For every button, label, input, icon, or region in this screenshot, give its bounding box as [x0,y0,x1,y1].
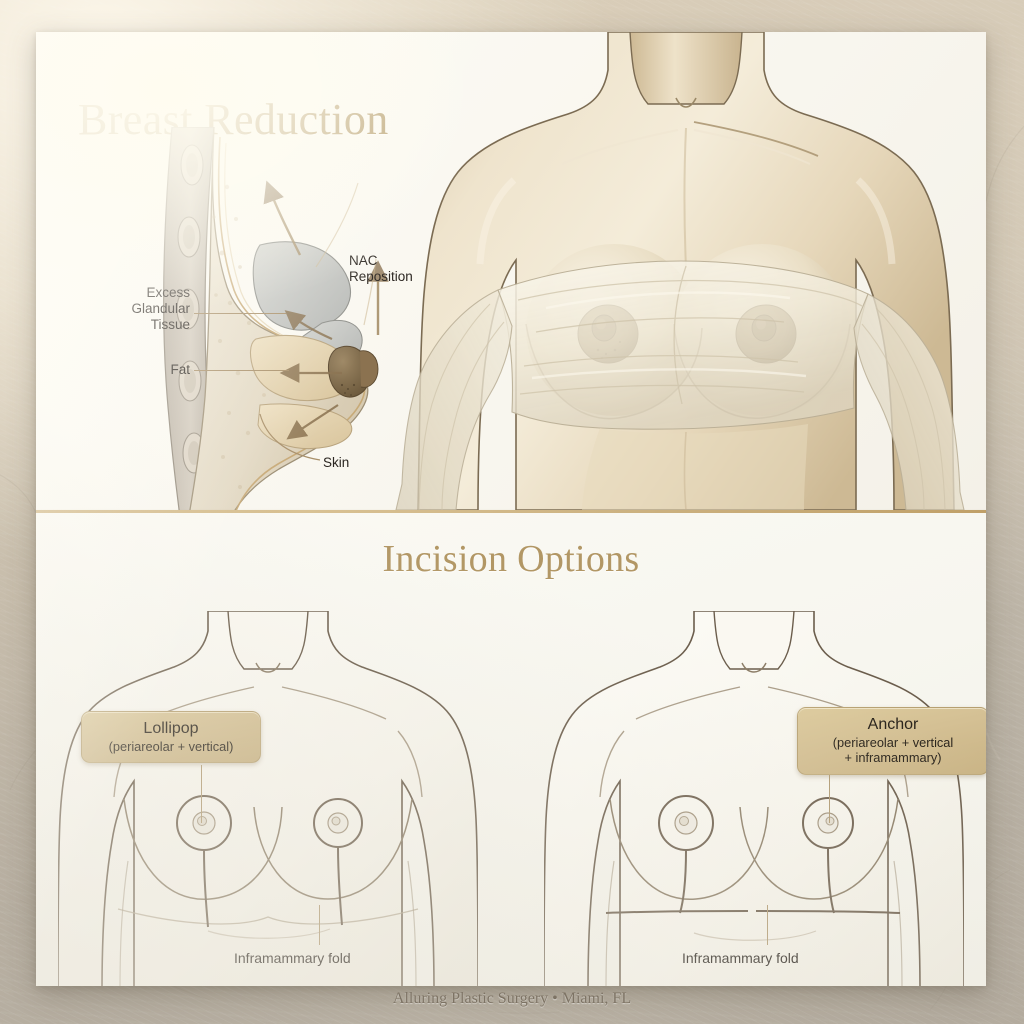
fold-label-left: Inframammary fold [234,950,351,966]
badge-anchor[interactable]: Anchor (periareolar + vertical + inframa… [797,707,986,775]
badge-anchor-subtitle-line-2: + inframammary) [844,750,942,766]
callout-line-lollipop [201,765,203,823]
leader-line-fat [194,370,289,372]
footer-credit: Alluring Plastic Surgery • Miami, FL [392,990,632,1007]
bottom-panel: Incision Options [36,513,986,986]
badge-lollipop-subtitle: (periareolar + vertical) [108,738,234,754]
section-title: Incision Options [382,538,640,580]
leader-line-glandular [194,313,286,315]
label-skin: Skin [323,455,350,470]
top-panel: Breast Reduction [36,32,986,510]
badge-lollipop[interactable]: Lollipop (periareolar + vertical) [81,711,261,764]
label-fat: Fat [170,362,190,377]
callout-line-anchor [829,775,831,823]
fold-stem-right [767,905,769,945]
badge-lollipop-title: Lollipop [143,720,199,737]
lollipop-torso-diagram [58,611,478,986]
fold-label-right: Inframammary fold [682,950,799,966]
infographic-card: Breast Reduction [36,32,986,986]
fold-stem-left [319,905,321,945]
badge-anchor-subtitle-line-1: (periareolar + vertical [832,734,954,750]
anchor-torso-diagram [544,611,964,986]
leader-line-skin [259,413,321,461]
frontal-torso-illustration [395,32,965,510]
badge-anchor-title: Anchor [867,716,919,733]
label-excess-glandular-tissue: Excess Glandular Tissue [131,285,190,332]
